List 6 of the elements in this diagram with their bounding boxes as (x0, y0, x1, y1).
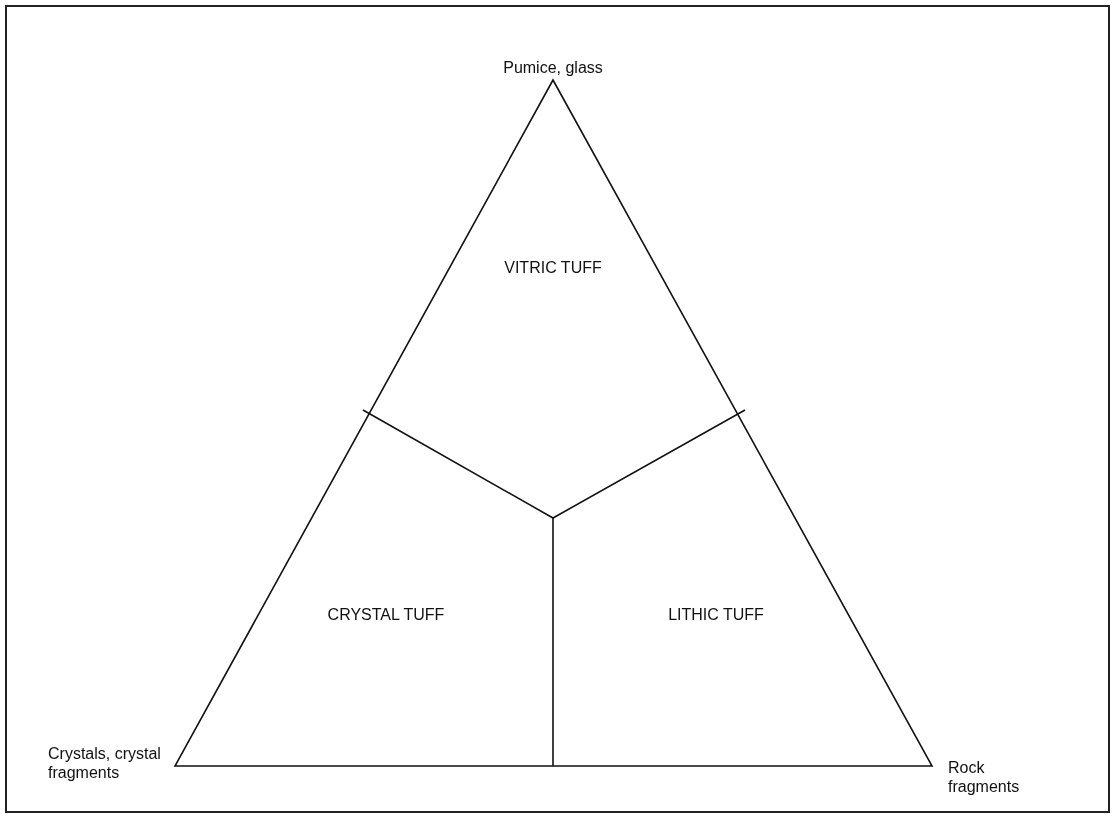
vertex-label: Pumice, glass (502, 58, 604, 77)
region-label: LITHIC TUFF (667, 605, 765, 624)
vertex-label: Crystals, crystal fragments (48, 744, 162, 782)
region-label: VITRIC TUFF (503, 258, 603, 277)
region-label: CRYSTAL TUFF (326, 605, 446, 624)
vertex-label: Rock fragments (948, 758, 1021, 796)
